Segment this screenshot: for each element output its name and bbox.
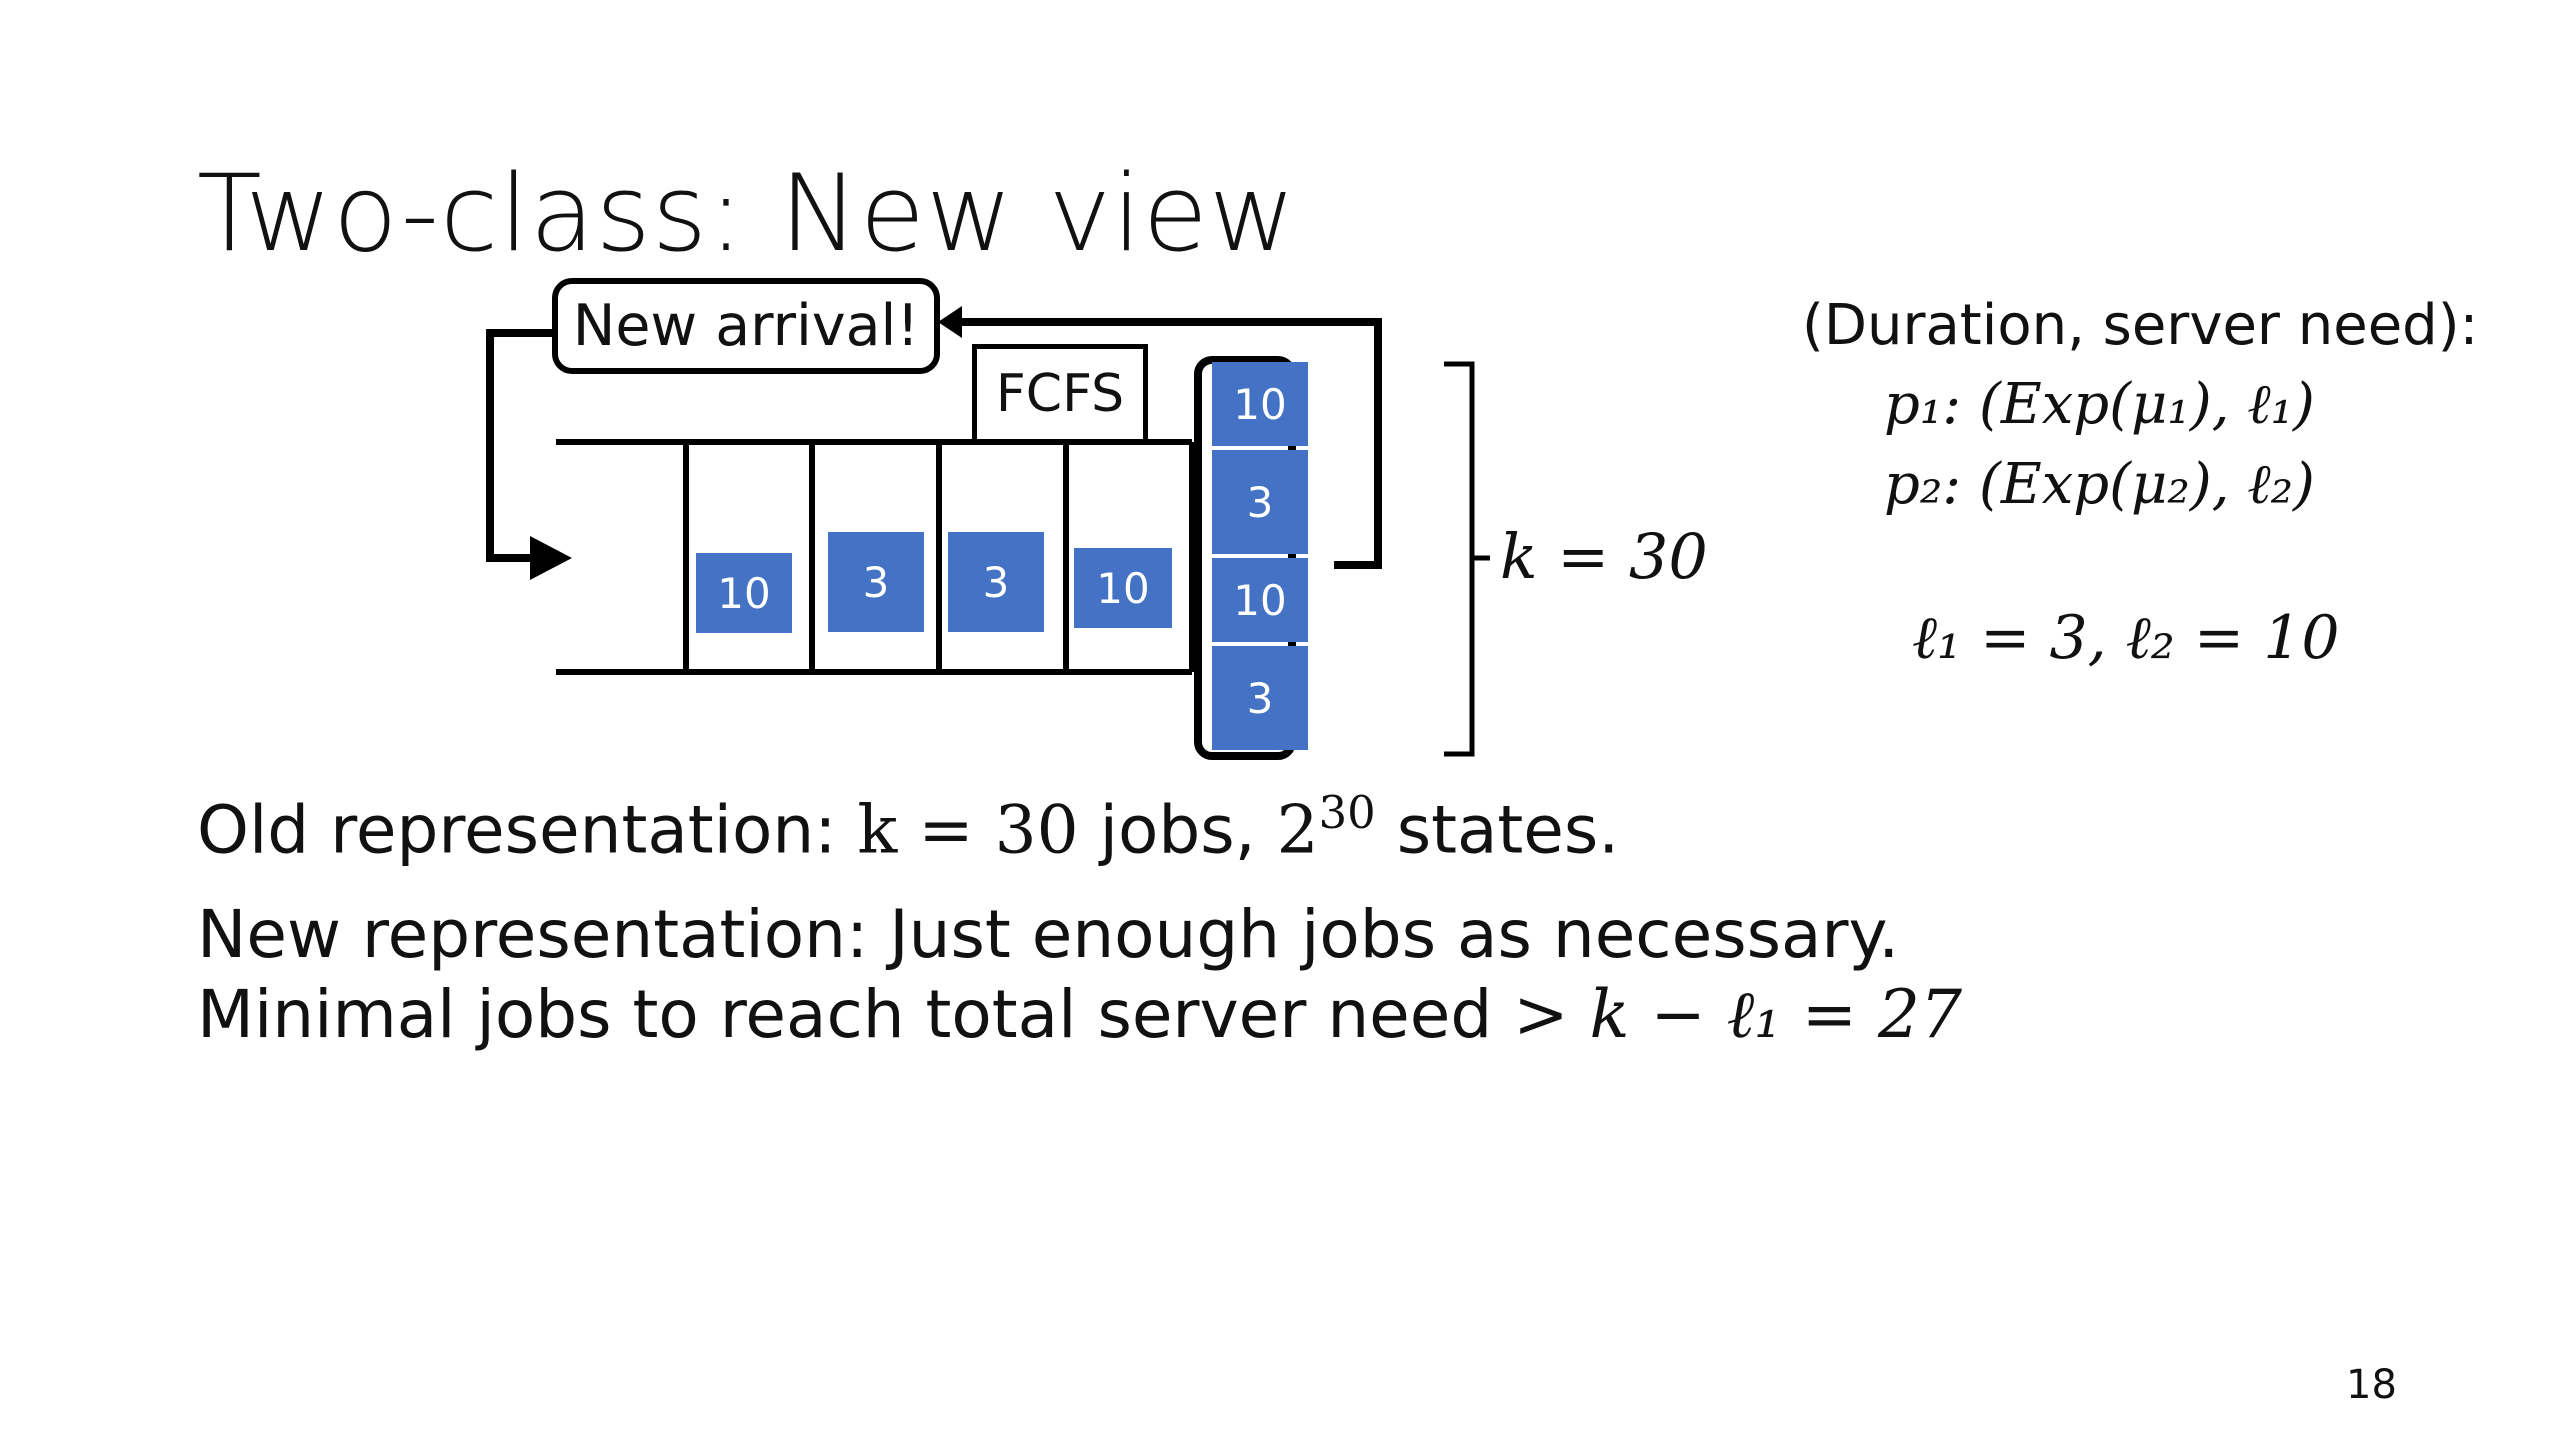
feedback-arrow-head: [938, 306, 962, 338]
new-representation-line: New representation: Just enough jobs as …: [197, 896, 1900, 973]
k-label: k = 30: [1500, 520, 1708, 593]
new-arrival-label: New arrival!: [552, 278, 940, 374]
fcfs-label: FCFS: [972, 344, 1148, 444]
queue-job: 10: [696, 553, 792, 633]
old-text: Old representation:: [197, 791, 858, 869]
arrival-arrow-head: [530, 536, 572, 580]
minimal-jobs-text: Minimal jobs to reach total server need: [197, 976, 1514, 1053]
old-math: k = 30: [857, 791, 1079, 869]
k-brace: [1444, 361, 1490, 757]
server-job: 3: [1212, 450, 1308, 554]
page-number: 18: [2346, 1362, 2397, 1408]
queue-job: 10: [1074, 548, 1172, 628]
queue-job: 3: [948, 532, 1044, 632]
queue-job: 3: [828, 532, 924, 632]
old-text3: states.: [1375, 791, 1620, 869]
p2-definition: p₂: (Exp(μ₂), ℓ₂): [1884, 452, 2315, 517]
server-job: 10: [1212, 362, 1308, 446]
p1-definition: p₁: (Exp(μ₁), ℓ₁): [1884, 372, 2315, 437]
old-pow-exp: 30: [1318, 786, 1376, 839]
minimal-jobs-line: Minimal jobs to reach total server need …: [197, 976, 1962, 1054]
slide-title: Two-class: New view: [197, 152, 1297, 275]
feedback-arrow-line: [955, 318, 1382, 569]
arrival-arrow-line: [486, 329, 558, 562]
old-representation-line: Old representation: k = 30 jobs, 230 sta…: [197, 786, 1619, 869]
old-pow-base: 2: [1276, 791, 1319, 869]
old-text2: jobs,: [1078, 791, 1277, 869]
minimal-jobs-math: > k − ℓ₁ = 27: [1513, 976, 1962, 1053]
duration-heading: (Duration, server need):: [1802, 293, 2479, 358]
server-job: 10: [1212, 558, 1308, 642]
ell-values: ℓ₁ = 3, ℓ₂ = 10: [1912, 603, 2340, 673]
server-job: 3: [1212, 646, 1308, 750]
